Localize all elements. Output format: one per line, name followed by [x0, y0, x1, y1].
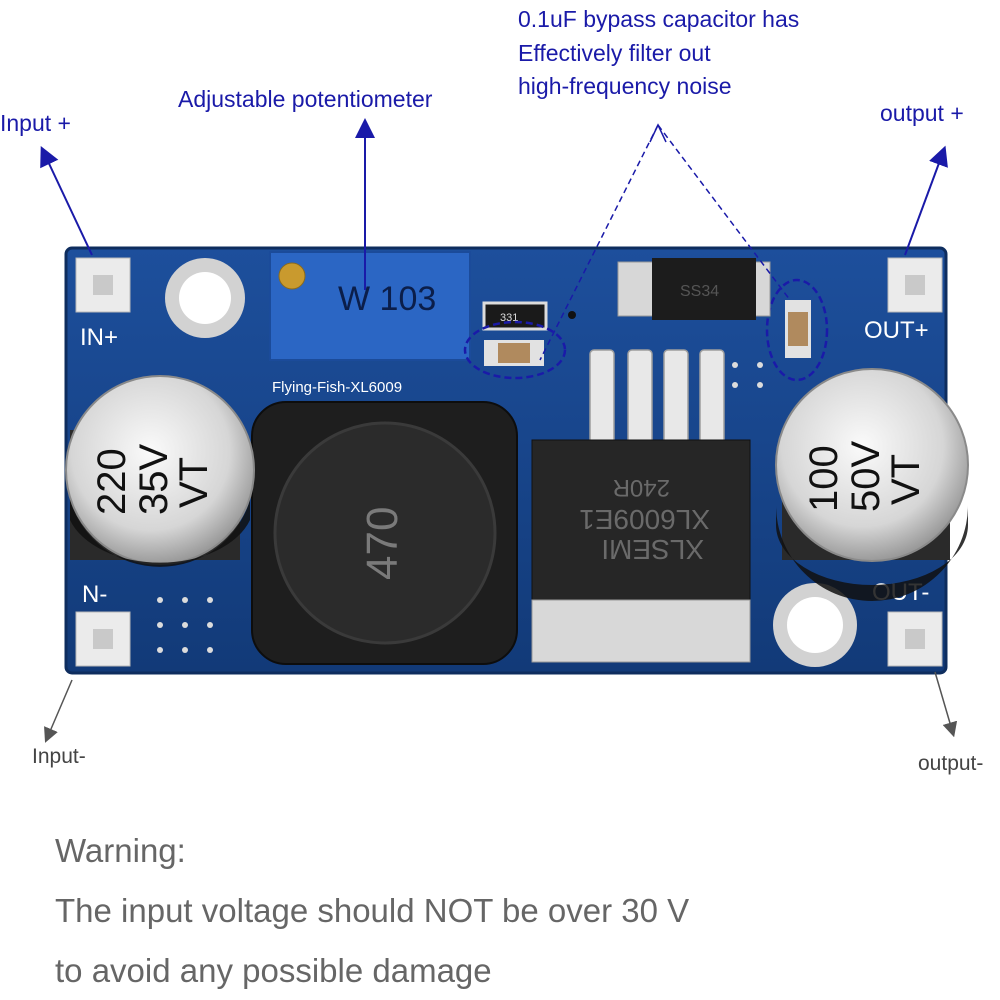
bypass-label-line2: Effectively filter out — [518, 40, 711, 66]
resistor-marking: 331 — [500, 312, 518, 324]
input-cap-line1: 220 — [90, 448, 134, 515]
ic-legs — [589, 349, 725, 451]
arrow-input-minus — [44, 679, 73, 743]
output-cap-line2: 50V — [844, 441, 888, 512]
warning-line1: The input voltage should NOT be over 30 … — [55, 892, 690, 929]
pad-in-plus — [75, 257, 131, 313]
arrow-output-plus — [904, 145, 948, 256]
pointer-bypass-left — [539, 124, 659, 361]
silk-in-plus: IN+ — [80, 324, 118, 351]
diode-marking: SS34 — [680, 283, 719, 300]
pointer-bypass-head — [649, 123, 667, 143]
potentiometer: W 103 — [269, 251, 471, 361]
bypass-highlight-left — [463, 320, 567, 380]
silk-out-plus: OUT+ — [864, 317, 929, 344]
pad-out-plus — [887, 257, 943, 313]
inductor-marking: 470 — [358, 507, 407, 580]
schottky-diode: SS34 — [617, 258, 771, 320]
output-cap-line1: 100 — [802, 445, 846, 512]
warning-heading: Warning: — [55, 832, 186, 869]
input-cap-line2: 35V — [132, 444, 176, 515]
pad-in-minus — [75, 611, 131, 667]
warning-line2: to avoid any possible damage — [55, 952, 492, 989]
silk-board-name: Flying-Fish-XL6009 — [272, 379, 402, 396]
inductor: 470 — [251, 401, 518, 665]
input-minus-label: Input- — [32, 745, 86, 768]
potentiometer-label: Adjustable potentiometer — [178, 86, 433, 112]
mounting-hole-top — [165, 258, 245, 338]
pad-out-minus — [887, 611, 943, 667]
ic-line2: XL6009E1 — [579, 504, 710, 535]
pointer-bypass-right — [657, 124, 791, 301]
pot-marking: W 103 — [338, 280, 436, 318]
mounting-hole-bottom — [773, 583, 857, 667]
bypass-label-line1: 0.1uF bypass capacitor has — [518, 6, 800, 32]
output-capacitor: 100 50V VT — [775, 368, 969, 601]
ic-line3: 240R — [613, 474, 670, 501]
bypass-highlight-right — [765, 278, 829, 382]
ic-line1: XLSEMI — [601, 534, 704, 565]
bypass-capacitor-right — [785, 300, 811, 358]
output-minus-label: output- — [918, 752, 984, 775]
input-capacitor: 220 35V VT — [65, 375, 255, 567]
output-plus-label: output + — [880, 100, 964, 126]
output-cap-line3: VT — [884, 454, 928, 505]
arrow-output-minus — [934, 671, 958, 738]
arrow-input-plus — [40, 145, 93, 256]
bypass-capacitor-left — [484, 340, 544, 366]
xl6009-ic: XLSEMI XL6009E1 240R — [531, 439, 751, 663]
input-plus-label: Input + — [0, 110, 71, 136]
silk-in-minus: N- — [82, 581, 107, 608]
input-cap-line3: VT — [172, 457, 216, 508]
vias — [157, 311, 763, 653]
bypass-label-line3: high-frequency noise — [518, 73, 732, 99]
